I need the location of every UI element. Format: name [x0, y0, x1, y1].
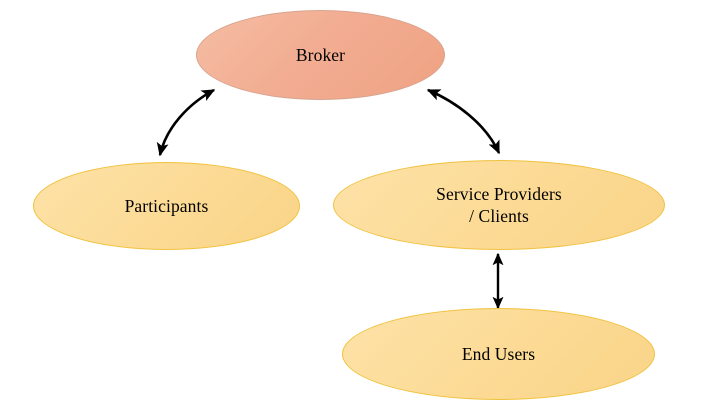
node-participants-label: Participants	[124, 195, 209, 216]
node-service-providers-label: Service Providers / Clients	[436, 183, 562, 226]
node-end-users: End Users	[342, 308, 655, 400]
node-broker-label: Broker	[295, 44, 346, 65]
edge-broker-service-providers	[426, 88, 501, 155]
node-participants: Participants	[33, 162, 300, 250]
node-end-users-label: End Users	[461, 343, 536, 364]
edge-broker-participants	[156, 88, 216, 157]
node-service-providers: Service Providers / Clients	[333, 160, 665, 250]
node-broker: Broker	[196, 10, 445, 100]
